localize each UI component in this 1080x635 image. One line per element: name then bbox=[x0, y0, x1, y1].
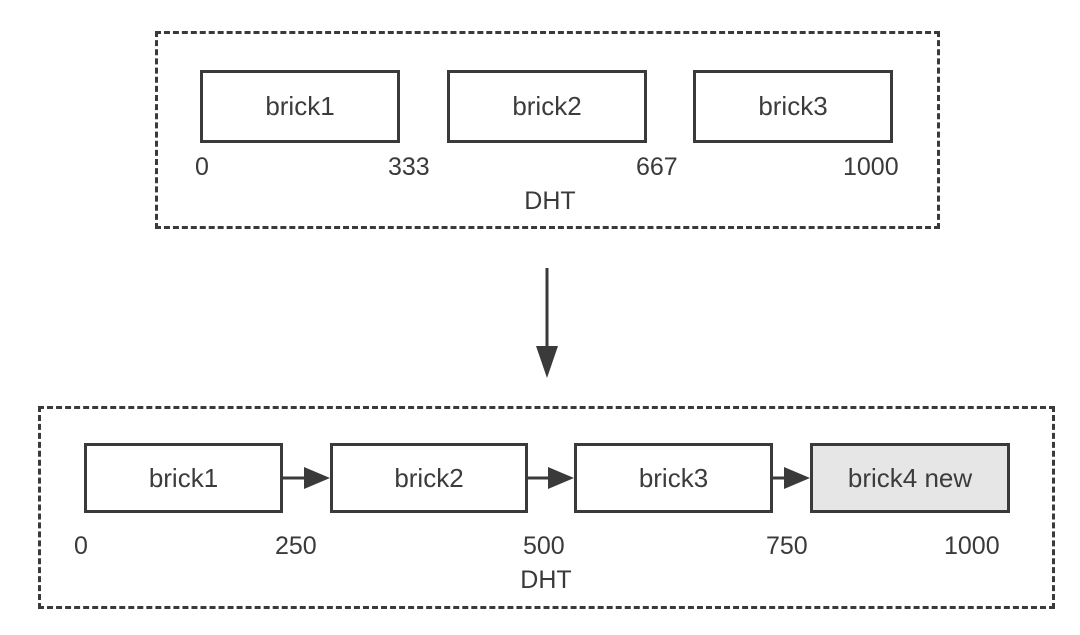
tick-label: 500 bbox=[523, 532, 565, 560]
link-arrow bbox=[282, 467, 330, 489]
brick1-before: brick1 bbox=[200, 70, 400, 143]
brick-label: brick2 bbox=[394, 462, 464, 493]
tick-label: 0 bbox=[195, 153, 209, 181]
dht-before-panel bbox=[155, 31, 940, 229]
brick1-after: brick1 bbox=[84, 443, 283, 513]
brick-label: brick4 new bbox=[847, 462, 973, 493]
brick4-new-after: brick4 new bbox=[810, 443, 1010, 513]
transition-arrow bbox=[536, 268, 558, 378]
dht-after-panel bbox=[38, 406, 1055, 609]
tick-label: 333 bbox=[388, 153, 430, 181]
tick-label: 250 bbox=[275, 532, 317, 560]
tick-label: 1000 bbox=[944, 532, 1000, 560]
brick3-after: brick3 bbox=[574, 443, 773, 513]
tick-label: 1000 bbox=[843, 153, 899, 181]
link-arrow bbox=[772, 467, 810, 489]
dht-label: DHT bbox=[524, 187, 576, 215]
link-arrow bbox=[527, 467, 574, 489]
brick-label: brick3 bbox=[638, 462, 709, 493]
brick-label: brick2 bbox=[512, 91, 582, 121]
brick3-before: brick3 bbox=[693, 70, 893, 143]
tick-label: 750 bbox=[766, 532, 808, 560]
brick2-after: brick2 bbox=[330, 443, 528, 513]
tick-label: 0 bbox=[74, 532, 88, 560]
dht-label: DHT bbox=[520, 566, 572, 594]
brick-label: brick3 bbox=[758, 91, 828, 121]
brick-label: brick1 bbox=[148, 462, 219, 493]
brick-label: brick1 bbox=[265, 91, 335, 121]
tick-label: 667 bbox=[636, 153, 678, 181]
brick2-before: brick2 bbox=[447, 70, 647, 143]
